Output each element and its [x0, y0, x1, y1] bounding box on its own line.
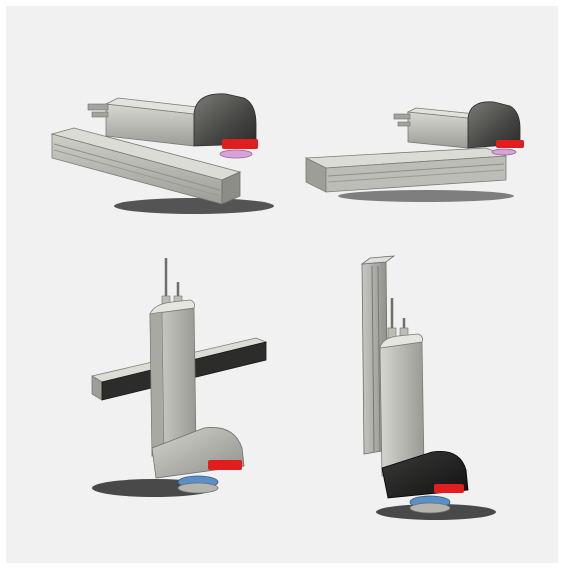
column	[379, 341, 425, 477]
scan-head	[467, 101, 521, 149]
red-accent-strip	[208, 460, 242, 470]
figure-frame	[6, 6, 558, 563]
panel-bottom-right	[336, 255, 536, 526]
laser-head-horizontal-illustration	[304, 101, 524, 202]
red-accent-strip	[496, 140, 524, 148]
panel-bottom-left	[84, 252, 284, 502]
red-accent-strip	[434, 484, 464, 493]
laser-head-horizontal-illustration	[50, 93, 274, 214]
shadow	[338, 190, 514, 202]
lens	[219, 149, 253, 159]
shadow	[114, 198, 274, 214]
panel-top-right	[296, 98, 536, 208]
scan-head	[193, 93, 257, 147]
red-accent-strip	[222, 139, 258, 149]
laser-head-vertical-illustration	[360, 255, 496, 520]
lens	[491, 148, 517, 156]
panel-top-left	[44, 84, 284, 224]
laser-head-vertical-illustration	[90, 258, 268, 497]
